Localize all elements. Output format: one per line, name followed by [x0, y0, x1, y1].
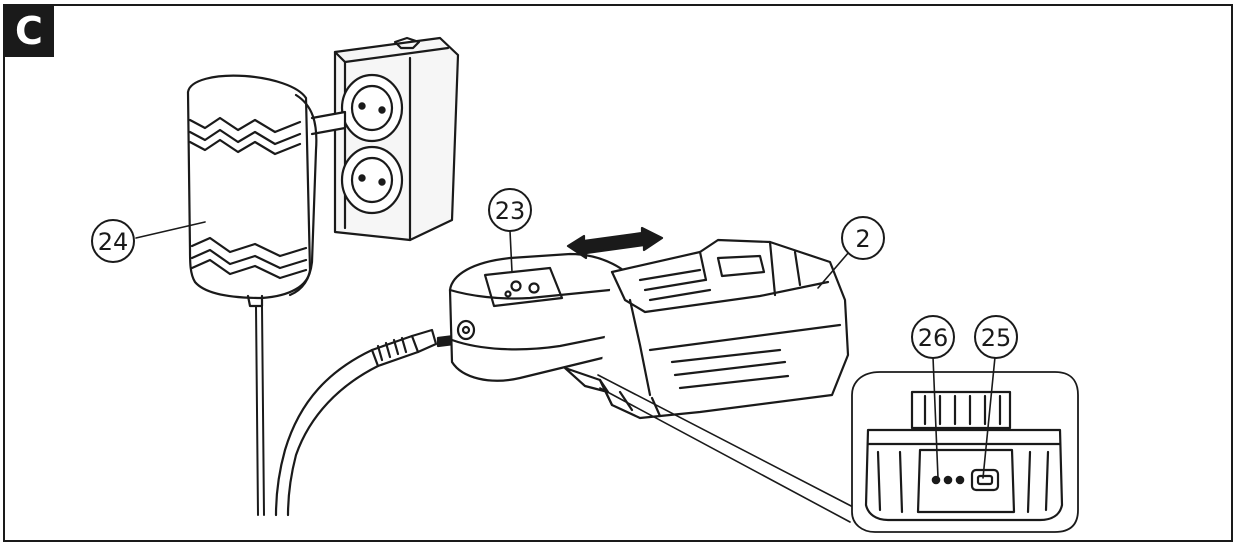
svg-text:26: 26	[918, 324, 949, 352]
battery-pack	[563, 238, 850, 420]
slide-direction-arrow	[566, 226, 664, 260]
callout-26: 26	[911, 315, 955, 359]
wall-socket	[333, 36, 460, 242]
callout-24: 24	[91, 219, 135, 263]
svg-text:25: 25	[981, 324, 1012, 352]
figure-label: C	[4, 5, 54, 57]
callout-25: 25	[974, 315, 1018, 359]
power-adapter	[186, 74, 347, 308]
svg-text:2: 2	[855, 225, 870, 253]
svg-text:23: 23	[495, 197, 526, 225]
callout-23: 23	[488, 188, 532, 232]
battery-detail-inset	[851, 371, 1079, 533]
callout-2: 2	[841, 216, 885, 260]
dc-plug	[274, 328, 468, 517]
figure-frame	[3, 4, 1233, 542]
adapter-cable	[255, 305, 259, 516]
svg-text:24: 24	[98, 228, 129, 256]
